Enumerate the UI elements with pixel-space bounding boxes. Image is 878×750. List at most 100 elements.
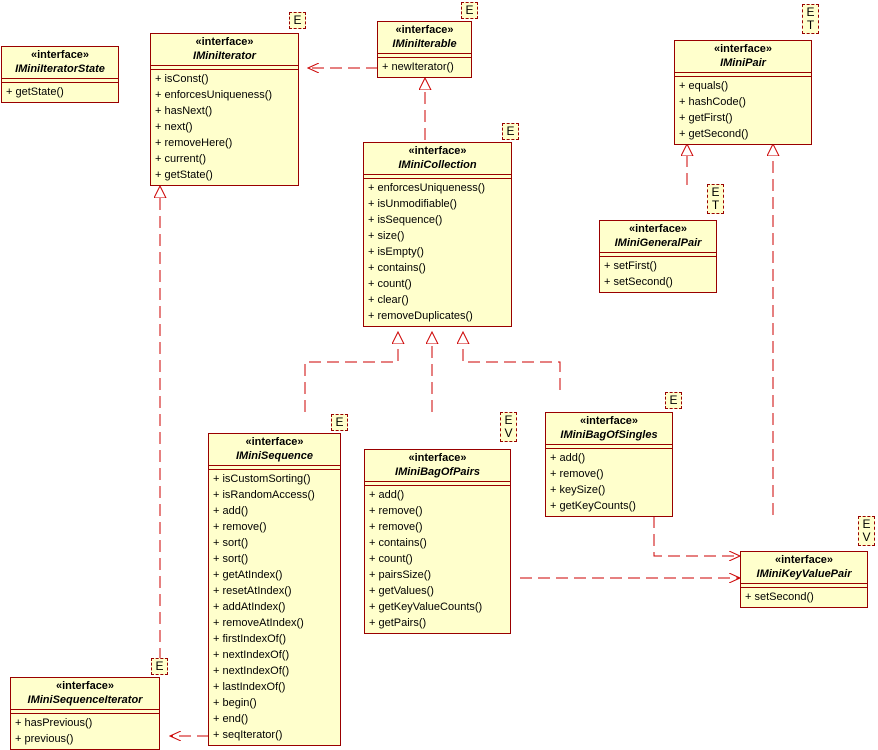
methods-compartment: + add() + remove() + remove() + contains…: [365, 485, 510, 633]
method: + setFirst(): [604, 260, 657, 272]
type-param-box: E V: [858, 516, 875, 546]
method: + getState(): [6, 86, 64, 98]
class-iminiiterable[interactable]: «interface» IMiniIterable + newIterator(…: [377, 21, 472, 78]
class-name: IMiniIterable: [392, 38, 457, 50]
method: + firstIndexOf(): [213, 633, 287, 645]
type-param-box: E T: [802, 4, 819, 34]
attributes-compartment: [11, 709, 159, 713]
method: + setSecond(): [604, 276, 673, 288]
type-param: E: [862, 517, 871, 531]
class-name: IMiniKeyValuePair: [756, 568, 852, 580]
stereotype-label: «interface»: [55, 680, 115, 692]
type-param: V: [504, 426, 513, 440]
method: + getSecond(): [679, 128, 749, 140]
method: + seqIterator(): [213, 729, 283, 741]
method: + count(): [369, 553, 413, 565]
method: + hasPrevious(): [15, 717, 93, 729]
method: + end(): [213, 713, 249, 725]
method: + removeHere(): [155, 137, 233, 149]
stereotype-label: «interface»: [408, 145, 467, 157]
attributes-compartment: [365, 481, 510, 485]
method: + enforcesUniqueness(): [368, 182, 486, 194]
stereotype-label: «interface»: [30, 49, 90, 61]
class-name: IMiniIterator: [193, 50, 256, 62]
method: + hasNext(): [155, 105, 213, 117]
methods-compartment: + newIterator(): [378, 57, 471, 77]
attributes-compartment: [2, 78, 118, 82]
method: + getAtIndex(): [213, 569, 283, 581]
class-iminipair[interactable]: «interface» IMiniPair + equals() + hashC…: [674, 40, 812, 145]
type-param: T: [711, 198, 720, 212]
class-name: IMiniPair: [720, 57, 766, 69]
type-param-box: E V: [500, 412, 517, 442]
method: + current(): [155, 153, 207, 165]
method: + contains(): [368, 262, 426, 274]
method: + enforcesUniqueness(): [155, 89, 273, 101]
method: + getFirst(): [679, 112, 733, 124]
class-iminiiterator[interactable]: «interface» IMiniIterator + isConst() + …: [150, 33, 299, 186]
type-param: E: [293, 13, 302, 27]
method: + previous(): [15, 733, 74, 745]
method: + add(): [550, 452, 586, 464]
method: + isUnmodifiable(): [368, 198, 457, 210]
edge-bagofsingles-to-keyvaluepair: [653, 516, 740, 556]
methods-compartment: + getState(): [2, 82, 118, 102]
method: + isCustomSorting(): [213, 473, 311, 485]
class-header: «interface» IMiniSequence: [209, 434, 340, 465]
class-header: «interface» IMiniIteratorState: [2, 47, 118, 78]
class-iminicollection[interactable]: «interface» IMiniCollection + enforcesUn…: [363, 142, 512, 327]
class-name: IMiniIteratorState: [15, 63, 105, 75]
method: + pairsSize(): [369, 569, 432, 581]
class-iminiiteratorstate[interactable]: «interface» IMiniIteratorState + getStat…: [1, 46, 119, 103]
method: + getPairs(): [369, 617, 427, 629]
method: + isConst(): [155, 73, 209, 85]
method: + add(): [213, 505, 249, 517]
method: + getState(): [155, 169, 213, 181]
class-name: IMiniSequenceIterator: [27, 694, 143, 706]
method: + remove(): [369, 505, 423, 517]
stereotype-label: «interface»: [579, 415, 639, 427]
type-param-box: E: [461, 2, 478, 19]
methods-compartment: + setSecond(): [741, 587, 867, 607]
class-iminigeneralpair[interactable]: «interface» IMiniGeneralPair + setFirst(…: [599, 220, 717, 293]
type-param: E: [506, 124, 515, 138]
type-param-box: E T: [707, 184, 724, 214]
method: + getKeyCounts(): [550, 500, 636, 512]
methods-compartment: + equals() + hashCode() + getFirst() + g…: [675, 76, 811, 144]
stereotype-label: «interface»: [245, 436, 304, 448]
type-param: E: [465, 3, 474, 17]
method: + nextIndexOf(): [213, 649, 290, 661]
class-name: IMiniGeneralPair: [614, 237, 702, 249]
type-param: E: [504, 413, 513, 427]
class-header: «interface» IMiniBagOfSingles: [546, 413, 672, 444]
class-iminibagofpairs[interactable]: «interface» IMiniBagOfPairs + add() + re…: [364, 449, 511, 634]
method: + getKeyValueCounts(): [369, 601, 483, 613]
stereotype-label: «interface»: [774, 554, 834, 566]
type-param: E: [155, 659, 164, 673]
type-param: V: [862, 530, 871, 544]
methods-compartment: + hasPrevious() + previous(): [11, 713, 159, 749]
stereotype-label: «interface»: [195, 36, 254, 48]
type-param: T: [806, 18, 815, 32]
method: + isEmpty(): [368, 246, 424, 258]
method: + removeAtIndex(): [213, 617, 304, 629]
class-header: «interface» IMiniBagOfPairs: [365, 450, 510, 481]
class-name: IMiniBagOfSingles: [560, 429, 658, 441]
class-iminisequence[interactable]: «interface» IMiniSequence + isCustomSort…: [208, 433, 341, 746]
methods-compartment: + isConst() + enforcesUniqueness() + has…: [151, 69, 298, 185]
method: + begin(): [213, 697, 257, 709]
stereotype-label: «interface»: [395, 24, 454, 36]
class-header: «interface» IMiniIterable: [378, 22, 471, 53]
method: + equals(): [679, 80, 729, 92]
class-iminibagofsingles[interactable]: «interface» IMiniBagOfSingles + add() + …: [545, 412, 673, 517]
attributes-compartment: [209, 465, 340, 469]
edge-bagofsingles-to-collection: [463, 332, 561, 390]
class-iminisequenceiterator[interactable]: «interface» IMiniSequenceIterator + hasP…: [10, 677, 160, 750]
method: + clear(): [368, 294, 409, 306]
class-iminikeyvaluepair[interactable]: «interface» IMiniKeyValuePair + setSecon…: [740, 551, 868, 608]
methods-compartment: + setFirst() + setSecond(): [600, 256, 716, 292]
class-header: «interface» IMiniPair: [675, 41, 811, 72]
attributes-compartment: [378, 53, 471, 57]
type-param-box: E: [289, 12, 306, 29]
